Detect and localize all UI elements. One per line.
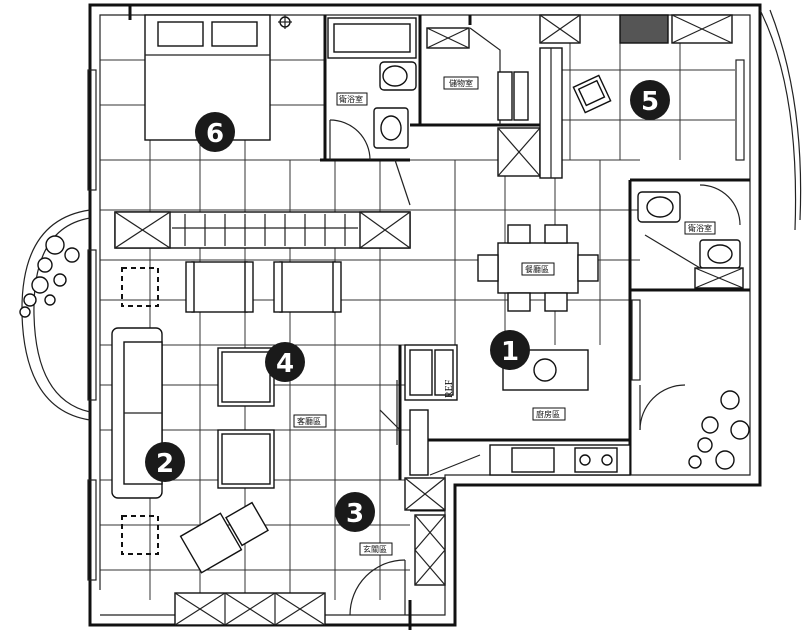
bottom-cabinet [174, 559, 406, 626]
marker-3: 3 [335, 492, 375, 532]
marker-6: 6 [195, 112, 235, 152]
entry-cabinets [359, 477, 446, 586]
marker-4: 4 [265, 342, 305, 382]
marker-6-number: 6 [206, 119, 224, 149]
marker-5-number: 5 [641, 87, 659, 117]
interior-walls [320, 15, 750, 512]
marker-1: 1 [490, 330, 530, 370]
doors [379, 159, 411, 445]
windows [87, 59, 745, 581]
bathroom-1 [327, 17, 417, 161]
marker-2-number: 2 [156, 449, 174, 479]
plant-icons [19, 235, 750, 470]
room-label-bathroom-2: 衛浴室 [688, 223, 712, 233]
marker-2: 2 [145, 442, 185, 482]
dining-set [477, 224, 599, 312]
bathroom-2 [637, 184, 744, 289]
room-label-entry: 玄關區 [363, 544, 387, 554]
wardrobe [114, 211, 411, 249]
room-label-dining: 餐廳區 [525, 264, 549, 274]
kitchen [404, 344, 686, 476]
room-label-kitchen: 廚房區 [536, 409, 560, 419]
room-label-storage: 儲物室 [449, 78, 473, 88]
armchair [572, 74, 612, 114]
marker-3-number: 3 [346, 499, 364, 529]
marker-5: 5 [630, 80, 670, 120]
exterior-walls [88, 3, 762, 630]
marker-1-number: 1 [501, 337, 519, 367]
room-label-bathroom-1: 衛浴室 [339, 94, 363, 104]
fridge-label: REF [444, 379, 455, 398]
room-label-living: 客廳區 [297, 416, 321, 426]
marker-4-number: 4 [276, 349, 294, 379]
storage-room [426, 14, 733, 179]
